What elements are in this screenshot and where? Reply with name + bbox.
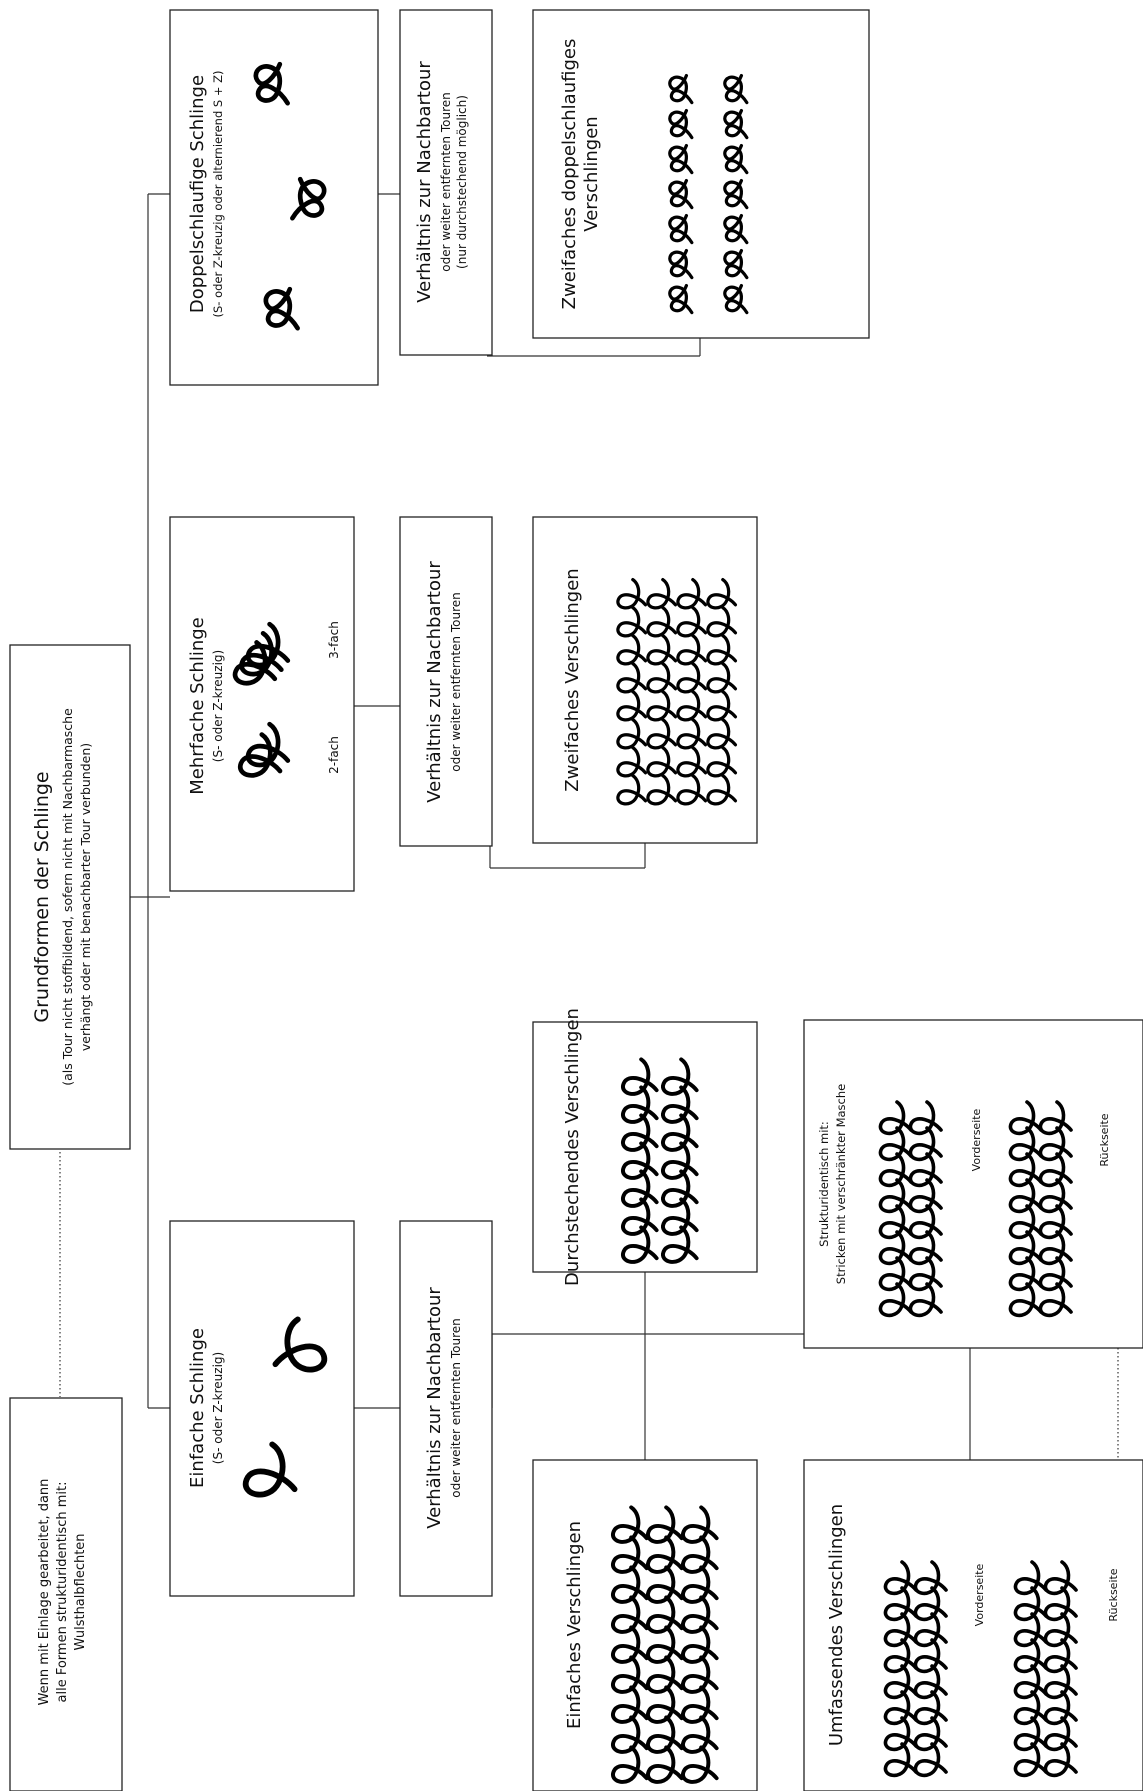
zweifaches-doppelschlaufiges-line1: Zweifaches doppelschlaufiges: [559, 39, 580, 310]
durchstechendes-verschlingen-title: Durchstechendes Verschlingen: [562, 1008, 583, 1286]
root-node: Grundformen der Schlinge (als Tour nicht…: [10, 645, 130, 1149]
label-3fach: 3-fach: [327, 621, 341, 659]
umfassendes-verschlingen-title: Umfassendes Verschlingen: [826, 1504, 847, 1746]
label-2fach: 2-fach: [327, 736, 341, 774]
umfassendes-rueckseite-label: Rückseite: [1107, 1568, 1120, 1621]
einfache-relation-title: Verhältnis zur Nachbartour: [424, 1287, 445, 1529]
struktur-line1: Strukturidentisch mit:: [817, 1121, 831, 1247]
doppelschlaufige-relation-sub2: (nur durchstechend möglich): [455, 95, 469, 269]
strukturidentisch-node: Strukturidentisch mit: Stricken mit vers…: [804, 1020, 1143, 1348]
insert-note-line3: Wulsthalbflechten: [73, 1533, 88, 1650]
doppelschlaufige-relation-title: Verhältnis zur Nachbartour: [414, 61, 435, 303]
mehrfache-schlinge-node: Mehrfache Schlinge (S- oder Z-kreuzig) 2…: [170, 517, 354, 891]
zweifaches-verschlingen-node: Zweifaches Verschlingen: [533, 517, 757, 843]
einfaches-verschlingen-node: Einfaches Verschlingen: [533, 1460, 757, 1791]
doppelschlaufige-schlinge-node: Doppelschlaufige Schlinge (S- oder Z-kre…: [170, 10, 378, 385]
durchstechendes-verschlingen-node: Durchstechendes Verschlingen: [533, 1008, 757, 1286]
doppelschlaufige-title: Doppelschlaufige Schlinge: [187, 75, 208, 313]
einfache-schlinge-node: Einfache Schlinge (S- oder Z-kreuzig): [170, 1221, 354, 1596]
einfache-subtitle: (S- oder Z-kreuzig): [211, 1352, 225, 1464]
umfassendes-vorderseite-label: Vorderseite: [973, 1563, 986, 1626]
doppelschlaufige-relation-node: Verhältnis zur Nachbartour oder weiter e…: [400, 10, 492, 355]
einfaches-verschlingen-title: Einfaches Verschlingen: [564, 1521, 585, 1729]
root-title: Grundformen der Schlinge: [31, 771, 53, 1022]
umfassendes-verschlingen-node: Umfassendes Verschlingen Vorderseite: [804, 1460, 1143, 1791]
einfache-relation-sub: oder weiter entfernten Touren: [449, 1318, 463, 1498]
doppelschlaufige-subtitle: (S- oder Z-kreuzig oder alternierend S +…: [211, 70, 225, 317]
mehrfache-relation-title: Verhältnis zur Nachbartour: [424, 561, 445, 803]
doppelschlaufige-relation-sub1: oder weiter entfernten Touren: [439, 92, 453, 272]
einfache-title: Einfache Schlinge: [187, 1328, 208, 1488]
root-note-line2: verhängt oder mit benachbarter Tour verb…: [78, 743, 93, 1051]
mehrfache-subtitle: (S- oder Z-kreuzig): [211, 650, 225, 762]
insert-note-line2: alle Formen strukturidentisch mit:: [55, 1482, 70, 1703]
struktur-vorderseite-label: Vorderseite: [970, 1108, 983, 1171]
mehrfache-title: Mehrfache Schlinge: [187, 617, 208, 795]
zweifaches-doppelschlaufiges-line2: Verschlingen: [581, 116, 602, 231]
mehrfache-relation-sub: oder weiter entfernten Touren: [449, 592, 463, 772]
insert-note: Wenn mit Einlage gearbeitet, dann alle F…: [10, 1398, 122, 1791]
struktur-line2: Stricken mit verschränkter Masche: [834, 1084, 848, 1284]
struktur-rueckseite-label: Rückseite: [1098, 1113, 1111, 1166]
root-note-line1: (als Tour nicht stoffbildend, sofern nic…: [60, 708, 75, 1086]
insert-note-line1: Wenn mit Einlage gearbeitet, dann: [37, 1479, 52, 1706]
mehrfache-relation-node: Verhältnis zur Nachbartour oder weiter e…: [400, 517, 492, 846]
zweifaches-verschlingen-title: Zweifaches Verschlingen: [562, 568, 583, 791]
einfache-relation-node: Verhältnis zur Nachbartour oder weiter e…: [400, 1221, 492, 1596]
zweifaches-doppelschlaufiges-node: Zweifaches doppelschlaufiges Verschlinge…: [533, 10, 869, 338]
